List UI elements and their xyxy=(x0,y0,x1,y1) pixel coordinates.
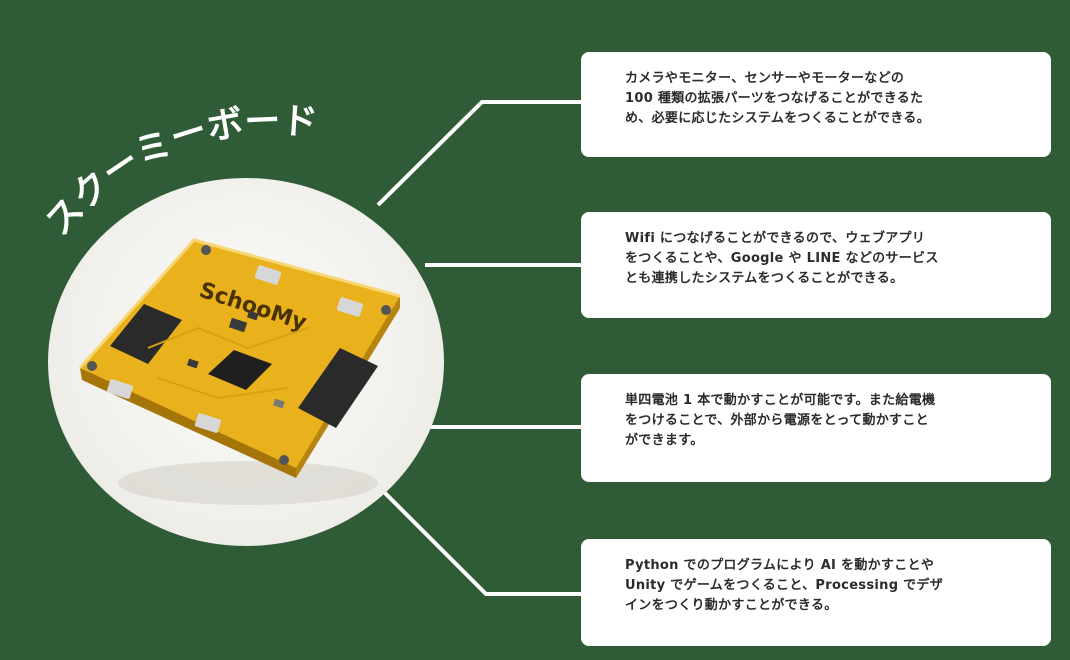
connector-line-4 xyxy=(378,486,581,596)
page-title: スクーミーボード xyxy=(38,101,319,244)
product-photo: SchooMy xyxy=(48,178,444,546)
feature-card-3: 単四電池 1 本で動かすことが可能です。また給電機 をつけることで、外部から電源… xyxy=(581,374,1051,482)
feature-card-1: カメラやモニター、センサーやモーターなどの 100 種類の拡張パーツをつなげるこ… xyxy=(581,52,1051,157)
feature-card-2: Wifi につなげることができるので、ウェブアプリ をつくることや、Google… xyxy=(581,212,1051,318)
board-illustration: SchooMy xyxy=(78,238,401,505)
connector-line-1 xyxy=(376,100,581,207)
feature-card-4: Python でのプログラムにより AI を動かすことや Unity でゲームを… xyxy=(581,539,1051,646)
